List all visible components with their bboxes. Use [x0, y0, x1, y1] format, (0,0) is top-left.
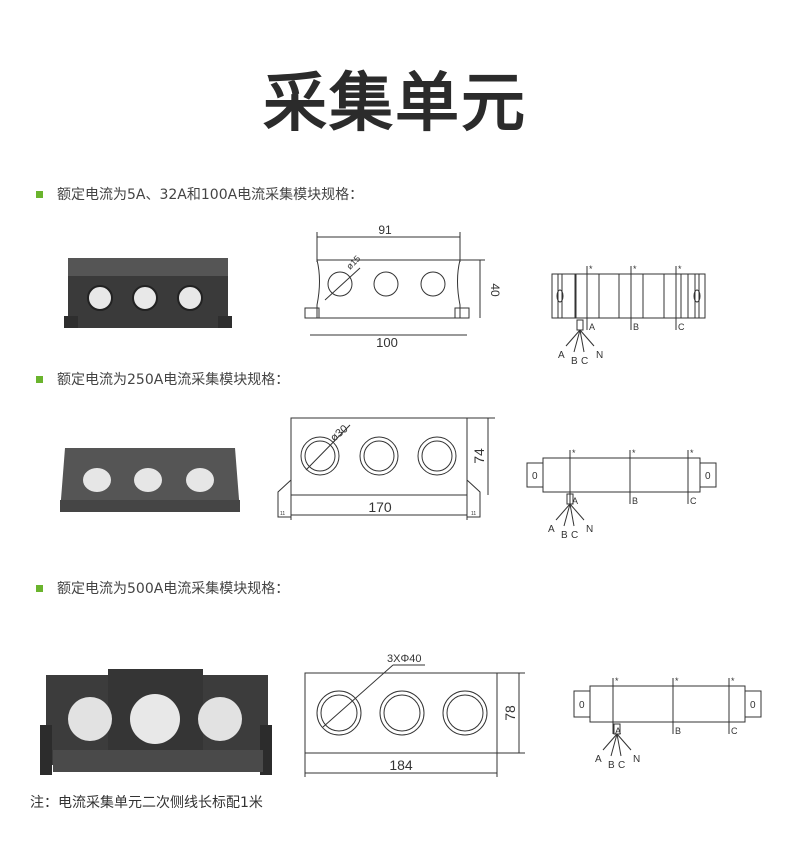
- phase-label: B: [633, 322, 639, 332]
- polarity-star: *: [615, 676, 619, 686]
- footnote: 注：电流采集单元二次侧线长标配1米: [30, 795, 263, 811]
- product-photo-large: [40, 669, 272, 775]
- dim-width: 184: [389, 757, 413, 773]
- bullet-icon: [36, 375, 43, 383]
- polarity-star: *: [589, 264, 593, 274]
- phase-label: C: [678, 322, 685, 332]
- dimension-drawing-1: 91 ø15 40 100: [304, 223, 502, 350]
- mount-tab-right: [744, 690, 762, 718]
- wire-label: A: [548, 524, 555, 535]
- dim-foot-right: 11: [471, 511, 476, 517]
- dim-height: 40: [488, 283, 502, 297]
- mount-tab-left: [573, 690, 591, 718]
- polarity-star: *: [572, 448, 576, 458]
- tab-label: 0: [532, 471, 538, 482]
- wire-label: A: [558, 350, 565, 361]
- dim-width-top: 91: [378, 223, 392, 237]
- lead-connector: [576, 319, 584, 331]
- wire-label: B: [608, 760, 615, 771]
- polarity-star: *: [690, 448, 694, 458]
- page-title: 采集单元: [263, 67, 527, 141]
- section-heading-1: 额定电流为5A、32A和100A电流采集模块规格：: [36, 184, 363, 204]
- polarity-star: *: [633, 264, 637, 274]
- dim-width: 170: [368, 499, 392, 515]
- polarity-star: *: [678, 264, 682, 274]
- wire-label: N: [596, 350, 603, 361]
- tab-label: 0: [705, 471, 711, 482]
- wire-label: B: [561, 530, 568, 541]
- slot-right: [693, 289, 701, 303]
- polarity-star: *: [675, 676, 679, 686]
- wire-label: A: [595, 754, 602, 765]
- wire-label: C: [571, 530, 578, 541]
- heading-text: 额定电流为500A电流采集模块规格：: [57, 581, 290, 597]
- product-photo-medium: [60, 448, 240, 512]
- wire-label: N: [586, 524, 593, 535]
- section-heading-3: 额定电流为500A电流采集模块规格：: [36, 578, 289, 598]
- polarity-star: *: [731, 676, 735, 686]
- phase-label: A: [589, 322, 595, 332]
- phase-label: A: [572, 496, 578, 506]
- wire-label: N: [633, 754, 640, 765]
- tab-label: 0: [750, 700, 756, 711]
- wire-label: C: [618, 760, 625, 771]
- phase-label: B: [675, 726, 681, 736]
- tab-label: 0: [579, 700, 585, 711]
- dim-height: 78: [502, 705, 518, 721]
- bullet-icon: [36, 584, 43, 592]
- dim-foot-left: 11: [280, 511, 285, 517]
- phase-label: B: [632, 496, 638, 506]
- dim-width-bottom: 100: [376, 335, 398, 350]
- bullet-icon: [36, 190, 43, 198]
- mount-tab-right: [699, 462, 717, 488]
- dimension-drawing-3: 3XΦ40 78 184: [304, 653, 525, 777]
- section-heading-2: 额定电流为250A电流采集模块规格：: [36, 369, 289, 389]
- module-body: [542, 457, 701, 493]
- wire-label: B: [571, 356, 578, 367]
- slot-left: [556, 289, 564, 303]
- product-photo-small: [64, 258, 232, 328]
- heading-text: 额定电流为5A、32A和100A电流采集模块规格：: [57, 187, 364, 203]
- phase-label: C: [731, 726, 738, 736]
- mount-tab-left: [526, 462, 544, 488]
- wire-label: C: [581, 356, 588, 367]
- polarity-star: *: [632, 448, 636, 458]
- dimension-drawing-2: ø30 74 170 11 11: [277, 417, 495, 520]
- heading-text: 额定电流为250A电流采集模块规格：: [57, 372, 290, 388]
- dim-hole: 3XΦ40: [387, 653, 421, 665]
- phase-label: A: [615, 726, 621, 736]
- module-body: [551, 273, 706, 319]
- phase-label: C: [690, 496, 697, 506]
- dim-height: 74: [471, 448, 487, 464]
